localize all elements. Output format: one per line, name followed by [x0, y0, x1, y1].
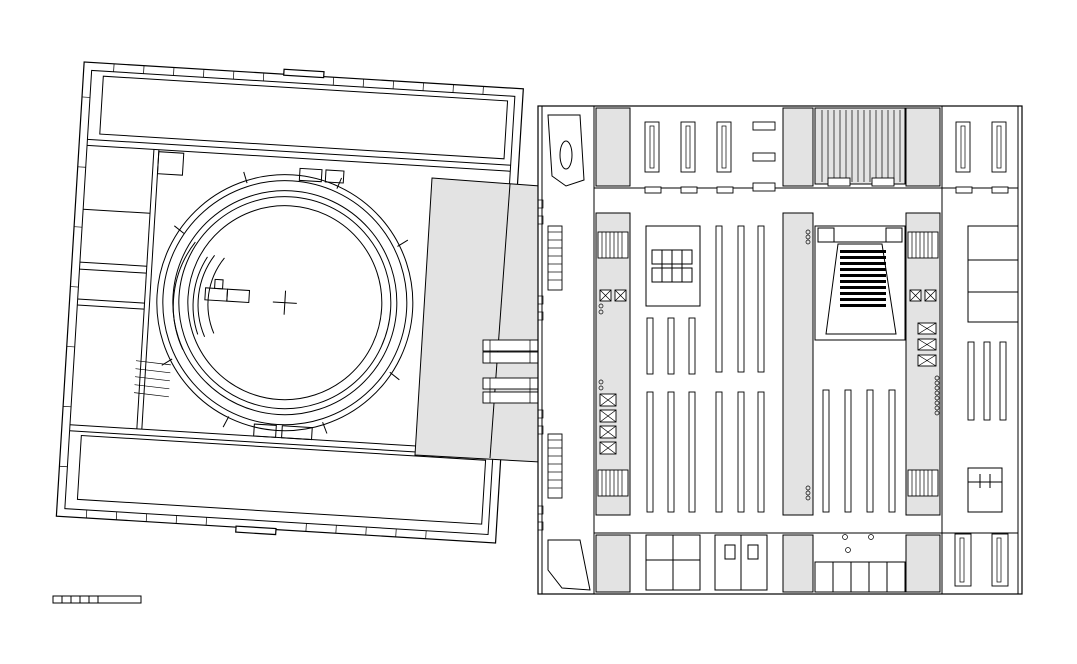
study-room-block — [645, 225, 701, 307]
core-strip — [905, 107, 941, 187]
scale-bar-icon — [52, 595, 142, 604]
core-strip — [782, 107, 814, 187]
south-wing — [76, 434, 487, 525]
south-entrance — [235, 525, 277, 536]
stair-hall — [814, 107, 906, 185]
stair-icon — [597, 231, 939, 497]
desk-block — [226, 288, 251, 304]
bookshelves-top — [644, 121, 1009, 194]
historic-building — [55, 61, 524, 544]
bookshelves-stacks — [646, 225, 1009, 587]
north-cross-icon — [272, 290, 297, 315]
rotunda — [134, 167, 414, 441]
core-strip — [782, 534, 814, 593]
stair-icon — [134, 360, 171, 398]
core-strip — [595, 107, 631, 187]
service-core-left — [595, 212, 631, 516]
auditorium — [814, 225, 906, 341]
north-wing — [99, 75, 509, 160]
bottom-rooms — [645, 534, 906, 593]
north-entrance — [283, 68, 325, 79]
right-side-rooms — [967, 225, 1019, 513]
new-building — [537, 105, 1023, 595]
window-marks — [59, 63, 484, 539]
column-dots — [598, 229, 940, 553]
core-strip — [595, 534, 631, 593]
connecting-hall — [414, 177, 541, 463]
elevator-icon — [599, 289, 937, 455]
core-strip — [905, 534, 941, 593]
service-core-center — [782, 212, 814, 516]
entrance-corridor — [537, 114, 591, 591]
